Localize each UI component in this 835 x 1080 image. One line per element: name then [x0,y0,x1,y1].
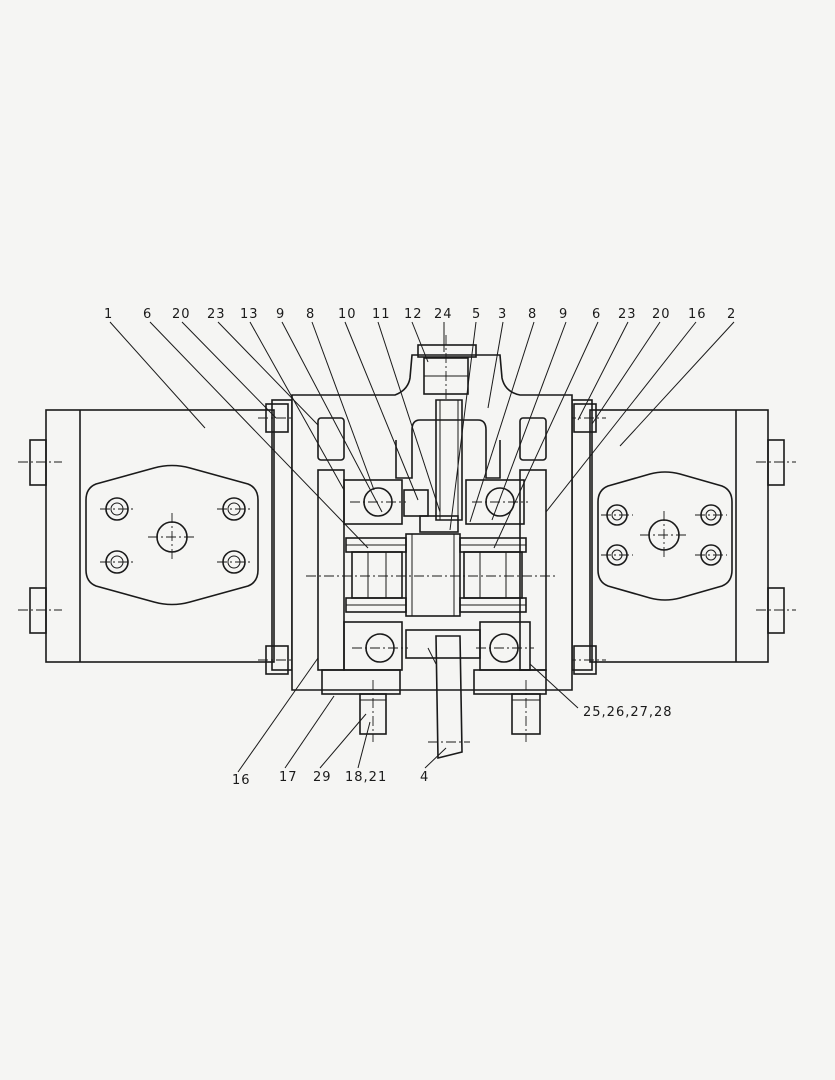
callout-23: 23 [207,307,226,322]
callout-8-right: 8 [528,307,537,322]
callout-23-right: 23 [618,307,637,322]
callout-20: 20 [172,307,191,322]
callout-6: 6 [143,307,152,322]
callout-4: 4 [420,770,429,785]
callout-labels-bottom: 16 17 29 18,21 4 25,26,27,28 [232,705,673,788]
callout-17: 17 [279,770,298,785]
callout-1: 1 [104,307,113,322]
callout-10: 10 [338,307,357,322]
callout-11: 11 [372,307,391,322]
callout-8: 8 [306,307,315,322]
callout-13: 13 [240,307,259,322]
callout-25-28: 25,26,27,28 [583,705,673,720]
callout-29: 29 [313,770,332,785]
callout-9: 9 [276,307,285,322]
callout-3: 3 [498,307,507,322]
callout-9-right: 9 [559,307,568,322]
callout-20-right: 20 [652,307,671,322]
callout-16-bottom: 16 [232,773,251,788]
callout-6-right: 6 [592,307,601,322]
left-pump-body [18,399,298,675]
callout-16-right: 16 [688,307,707,322]
callout-12: 12 [404,307,423,322]
callout-2: 2 [727,307,736,322]
right-pump-body [566,399,796,675]
callout-5: 5 [472,307,481,322]
callout-18-21: 18,21 [345,770,387,785]
callout-labels-top: 1 6 20 23 13 9 8 10 11 12 24 5 3 8 9 6 2… [104,307,736,322]
leader-lines [109,321,735,773]
central-gear-housing [291,335,573,760]
callout-24: 24 [434,307,453,322]
